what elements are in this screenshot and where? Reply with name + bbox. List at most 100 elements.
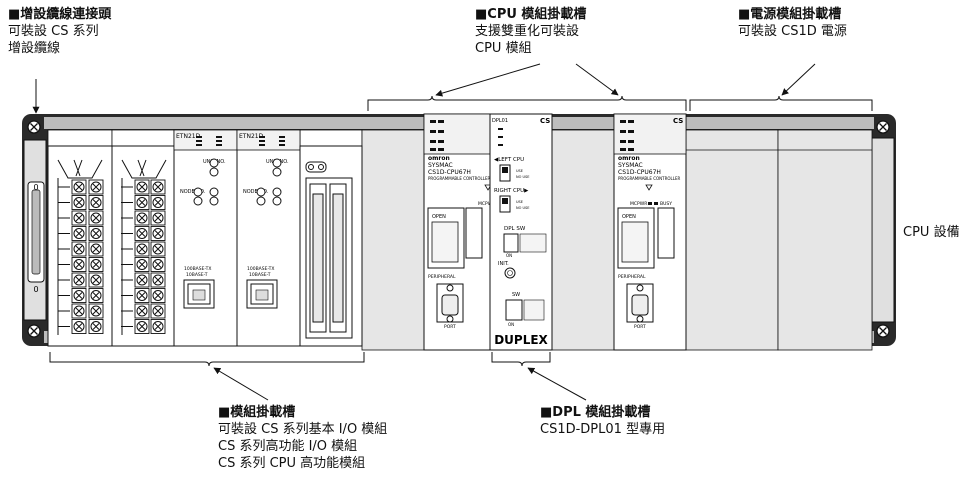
port-label: PORT <box>634 324 646 330</box>
port-speed-label: 100BASE-TX <box>247 266 275 272</box>
callout-line: CS1D-DPL01 型專用 <box>540 422 666 437</box>
terminal-screw-icon <box>88 179 104 195</box>
terminal-screw-icon <box>150 179 166 195</box>
prog-ctrl-label: PROGRAMMABLE CONTROLLER <box>428 176 490 181</box>
mcpwr-label: MCPWR <box>630 201 647 207</box>
terminal-screw-icon <box>150 195 166 210</box>
callout-power-slot: ■電源模組掛載槽 可裝設 CS1D 電源 <box>738 6 847 40</box>
port-label: PORT <box>444 324 456 330</box>
terminal-screw-icon <box>150 288 166 303</box>
callout-title: ■增設纜線連接頭 <box>8 7 112 22</box>
terminal-screw-icon <box>134 226 150 241</box>
on-label: ON <box>508 322 514 327</box>
use-label: USE <box>516 169 523 173</box>
callout-line: 可裝設 CS1D 電源 <box>738 24 847 39</box>
ethernet-module: ETN21D UNIT NO. NODE NO. 100BASE-TX 10BA… <box>236 129 301 347</box>
terminal-screw-icon <box>134 257 150 272</box>
svg-text:0: 0 <box>33 285 38 294</box>
terminal-screw-icon <box>134 179 150 195</box>
callout-unit-slot: ■模組掛載槽 可裝設 CS 系列基本 I/O 模組 CS 系列高功能 I/O 模… <box>218 404 387 472</box>
port-speed-label: 10BASE-T <box>186 272 208 278</box>
cs-mark: CS <box>540 117 550 125</box>
terminal-screw-icon <box>71 272 87 288</box>
terminal-screw-icon <box>134 303 150 319</box>
terminal-screw-icon <box>134 272 150 288</box>
terminal-screw-icon <box>150 241 166 257</box>
terminal-screw-icon <box>88 210 104 226</box>
terminal-screw-icon <box>150 303 166 319</box>
use-label: USE <box>516 200 523 204</box>
mount-screw-icon <box>876 120 890 134</box>
callout-title: ■模組掛載槽 <box>218 405 296 420</box>
terminal-screw-icon <box>88 195 104 210</box>
open-label: OPEN <box>432 214 446 220</box>
terminal-screw-icon <box>88 226 104 241</box>
sysmac-label: SYSMAC <box>428 162 453 169</box>
terminal-screw-icon <box>150 210 166 226</box>
busy-label: BUSY <box>660 201 672 207</box>
module-model: ETN21D <box>239 133 264 140</box>
terminal-screw-icon <box>150 226 166 241</box>
terminal-screw-icon <box>134 210 150 226</box>
terminal-screw-icon <box>134 195 150 210</box>
callout-line: 可裝設 CS 系列 <box>8 24 99 39</box>
leader-lines <box>32 63 873 401</box>
dpl-model: DPL01 <box>492 118 508 124</box>
mcpwr-label: MCPWR <box>478 201 495 207</box>
right-cpu-label: RIGHT CPU▶ <box>494 188 529 194</box>
terminal-screw-icon <box>71 288 87 303</box>
terminal-screw-icon <box>88 288 104 303</box>
callout-line: CS 系列高功能 I/O 模組 <box>218 439 358 454</box>
cpu-model: CS1D-CPU67H <box>428 169 471 176</box>
sysmac-label: SYSMAC <box>618 162 643 169</box>
callout-dpl-slot: ■DPL 模組掛載槽 CS1D-DPL01 型專用 <box>540 404 665 438</box>
peripheral-label: PERIPHERAL <box>618 274 646 280</box>
terminal-screw-icon <box>134 288 150 303</box>
terminal-screw-icon <box>71 195 87 210</box>
callout-title: ■電源模組掛載槽 <box>738 7 842 22</box>
no-use-label: NO USE <box>516 206 529 210</box>
terminal-screw-icon <box>150 257 166 272</box>
terminal-screw-icon <box>71 319 87 334</box>
terminal-screw-icon <box>71 241 87 257</box>
connector-module <box>299 145 363 347</box>
terminal-screw-icon <box>134 319 150 334</box>
expansion-connector: 0 0 <box>23 139 47 321</box>
port-speed-label: 10BASE-T <box>249 272 271 278</box>
terminal-screw-icon <box>150 272 166 288</box>
end-plate <box>871 137 895 323</box>
callout-title: ■DPL 模組掛載槽 <box>540 405 651 420</box>
callout-line: 支援雙重化可裝設 <box>475 24 580 39</box>
module-model: ETN21D <box>176 133 201 140</box>
terminal-screw-icon <box>71 226 87 241</box>
cs-mark: CS <box>673 117 683 125</box>
open-label: OPEN <box>622 214 636 220</box>
init-label: INIT. <box>498 261 509 267</box>
callout-line: 增設纜線 <box>8 41 61 56</box>
mount-screw-icon <box>876 324 890 338</box>
svg-text:0: 0 <box>33 183 38 192</box>
terminal-screw-icon <box>88 257 104 272</box>
mount-screw-icon <box>27 120 41 134</box>
cpu-rack-label: CPU 設備 <box>903 225 960 240</box>
brand-logo: omron <box>428 155 450 162</box>
node-no-label: NODE NO. <box>180 189 206 195</box>
brand-logo: omron <box>618 155 640 162</box>
on-label: ON <box>506 253 512 258</box>
ethernet-module: ETN21D UNIT NO. NODE NO. 100BASE-TX 10BA… <box>173 129 238 347</box>
prog-ctrl-label: PROGRAMMABLE CONTROLLER <box>618 176 680 181</box>
terminal-screw-icon <box>88 272 104 288</box>
terminal-screw-icon <box>88 241 104 257</box>
duplex-logo: DUPLEX <box>494 333 548 347</box>
node-no-label: NODE NO. <box>243 189 269 195</box>
port-speed-label: 100BASE-TX <box>184 266 212 272</box>
terminal-screw-icon <box>71 303 87 319</box>
mount-screw-icon <box>27 324 41 338</box>
duplex-module: DPL01 CS ◀LEFT CPU USE NO USE RIGHT CPU▶… <box>489 113 553 351</box>
terminal-screw-icon <box>71 257 87 272</box>
cpu-model: CS1D-CPU67H <box>618 169 661 176</box>
slot-panels <box>47 129 873 351</box>
callout-line: 可裝設 CS 系列基本 I/O 模組 <box>218 422 388 437</box>
callout-title: ■CPU 模組掛載槽 <box>475 7 587 22</box>
